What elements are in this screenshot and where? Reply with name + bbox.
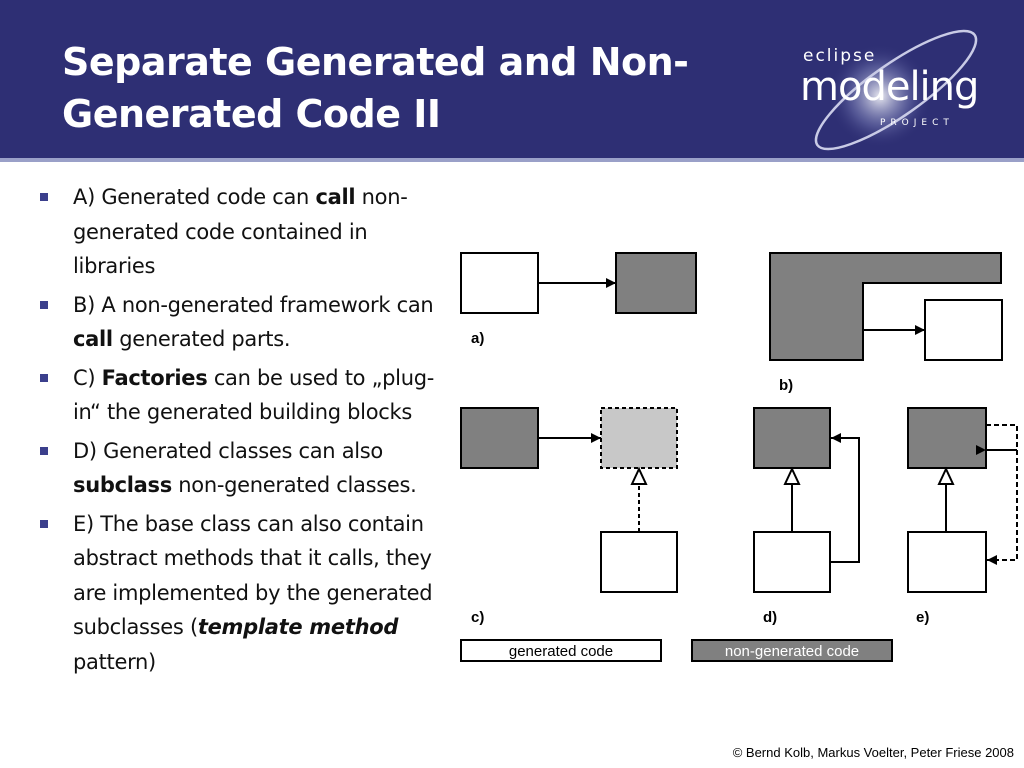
- bullet-emphasis: subclass: [73, 473, 172, 497]
- bullet-square-icon: [40, 519, 48, 528]
- copyright-text: © Bernd Kolb, Markus Voelter, Peter Frie…: [732, 745, 1014, 760]
- e-generated-box: [907, 531, 987, 593]
- bullet-text: non-generated classes.: [171, 473, 417, 497]
- bullet-item: A) Generated code can call non-generated…: [40, 180, 442, 284]
- c-factory-box: [600, 407, 678, 469]
- slide-title: Separate Generated and Non- Generated Co…: [62, 36, 742, 140]
- title-line-1: Separate Generated and Non-: [62, 40, 689, 84]
- bullet-item: D) Generated classes can also subclass n…: [40, 434, 442, 503]
- bullet-text: C): [73, 365, 102, 390]
- label-e: e): [916, 609, 929, 626]
- logo-project-text: PROJECT: [880, 118, 954, 128]
- legend-nongenerated-label: non-generated code: [725, 643, 859, 660]
- bullet-emphasis: call: [73, 327, 113, 351]
- bullet-item: C) Factories can be used to „plug-in“ th…: [40, 361, 442, 430]
- d-call-arrow: [830, 433, 860, 563]
- bullet-emphasis: template method: [197, 615, 399, 639]
- bullet-text: E) The base class can also contain abstr…: [73, 511, 433, 640]
- bullet-text: A) Generated code can: [73, 185, 316, 209]
- d-generated-box: [753, 531, 831, 593]
- bullet-text: generated parts.: [112, 327, 291, 351]
- bullet-square-icon: [40, 446, 48, 455]
- a-library-box: [615, 252, 697, 314]
- label-b: b): [779, 377, 793, 394]
- bullet-text: B) A non-generated framework can: [73, 292, 434, 317]
- d-inheritance-triangle: [783, 466, 801, 485]
- logo-eclipse-text: eclipse: [803, 46, 877, 66]
- c-nongenerated-box: [460, 407, 539, 469]
- e-nongenerated-box: [907, 407, 987, 469]
- bullet-square-icon: [40, 373, 48, 382]
- label-c: c): [471, 609, 484, 626]
- e-inheritance-triangle: [937, 466, 955, 485]
- bullet-text: non-generated code contained in librarie…: [73, 185, 408, 278]
- header-divider: [0, 158, 1024, 162]
- legend-generated-label: generated code: [509, 643, 613, 660]
- label-a: a): [471, 330, 484, 347]
- c-generated-box: [600, 531, 678, 593]
- legend-nongenerated-swatch: [691, 639, 893, 662]
- eclipse-logo-orbit-icon: [814, 29, 978, 151]
- b-framework-shape: [769, 252, 1002, 361]
- bullet-text: can be used to „plug-in“ the generated b…: [73, 365, 435, 425]
- title-line-2: Generated Code II: [62, 92, 441, 136]
- bullet-text: pattern): [73, 649, 156, 674]
- bullet-item: E) The base class can also contain abstr…: [40, 507, 442, 680]
- code-separation-diagram: a) b) c) d) e) generated code non-genera…: [460, 252, 1018, 662]
- bullet-text: D) Generated classes can also: [73, 438, 383, 463]
- logo-modeling-text: modeling: [800, 64, 979, 110]
- legend-generated-swatch: [460, 639, 662, 662]
- b-generated-box: [924, 299, 1003, 361]
- e-self-call-arrow: [986, 424, 1018, 565]
- label-d: d): [763, 609, 777, 626]
- bullet-emphasis: call: [315, 185, 356, 209]
- bullet-square-icon: [40, 300, 48, 309]
- bullet-item: B) A non-generated framework can call ge…: [40, 288, 442, 357]
- c-inheritance-triangle: [630, 466, 648, 485]
- bullet-square-icon: [40, 193, 48, 201]
- d-nongenerated-box: [753, 407, 831, 469]
- bullet-list: A) Generated code can call non-generated…: [40, 180, 442, 683]
- bullet-emphasis: Factories: [101, 365, 208, 390]
- a-generated-box: [460, 252, 539, 314]
